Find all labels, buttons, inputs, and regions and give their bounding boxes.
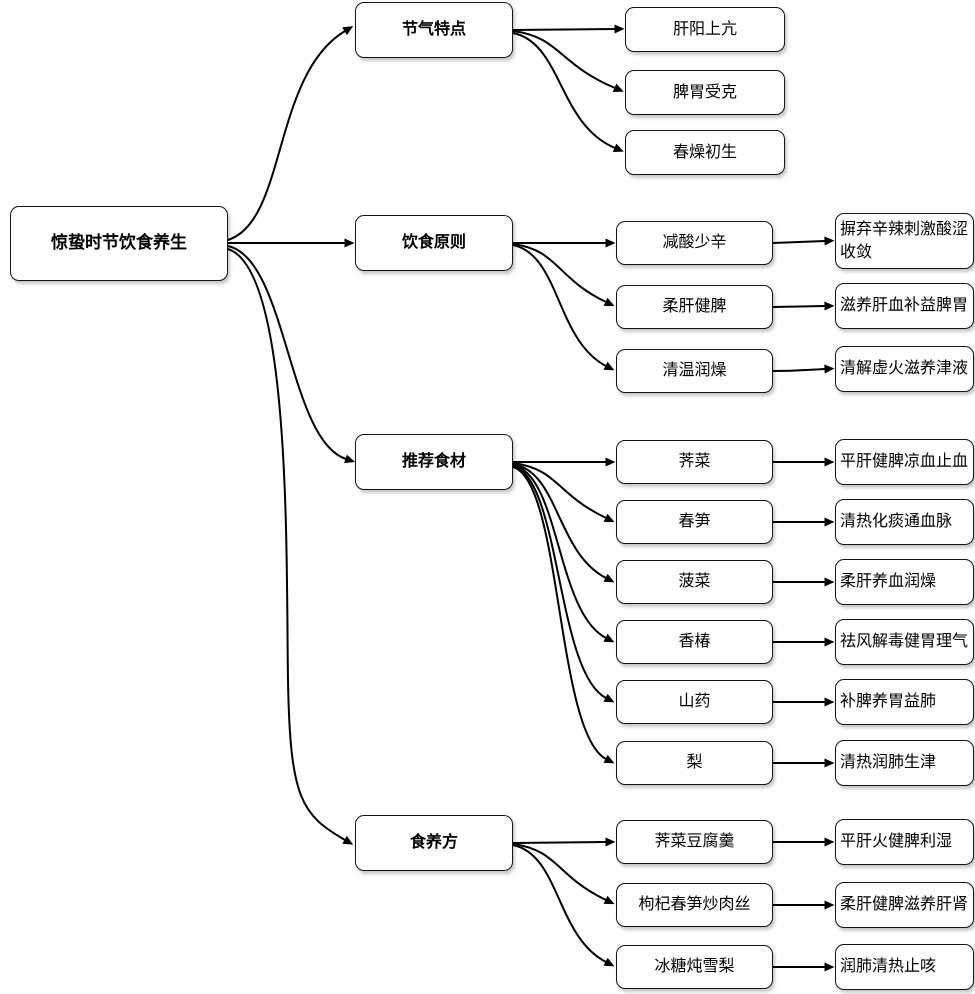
node-soothe-liver-spleen: 柔肝健脾 bbox=[616, 285, 773, 329]
detail-clear-deficient-fire: 清解虚火滋养津液 bbox=[835, 346, 974, 392]
edge-branch2-child5 bbox=[512, 466, 615, 764]
edge-branch2-child1 bbox=[512, 462, 615, 523]
edge-detail-1-0 bbox=[772, 236, 835, 246]
branch-dietary-recipes: 食养方 bbox=[355, 815, 513, 871]
detail-pear-benefit: 清热润肺生津 bbox=[835, 740, 974, 786]
edge-root-to-branch-0 bbox=[227, 26, 354, 241]
edge-root-to-branch-2 bbox=[227, 245, 356, 464]
node-clear-warm-moisten: 清温润燥 bbox=[616, 349, 773, 393]
edge-branch2-child3 bbox=[512, 464, 615, 643]
edge-branch0-child1 bbox=[512, 30, 624, 92]
detail-toona-benefit: 祛风解毒健胃理气 bbox=[835, 619, 974, 665]
root-node-jingzhe-diet: 惊蛰时节饮食养生 bbox=[10, 206, 228, 281]
detail-shepherds-purse-benefit: 平肝健脾凉血止血 bbox=[835, 439, 974, 485]
node-shepherds-purse: 荠菜 bbox=[616, 440, 773, 484]
detail-stewed-pear-benefit: 润肺清热止咳 bbox=[835, 944, 974, 990]
edge-branch1-child2 bbox=[512, 244, 615, 371]
node-goji-bamboo-pork-stirfry: 枸杞春笋炒肉丝 bbox=[616, 883, 773, 927]
edge-branch2-child4 bbox=[512, 465, 615, 703]
node-toona-sinensis: 香椿 bbox=[616, 620, 773, 664]
node-liver-yang-rising: 肝阳上亢 bbox=[625, 7, 785, 52]
edge-branch2-child2 bbox=[512, 463, 615, 583]
detail-spinach-benefit: 柔肝养血润燥 bbox=[835, 559, 974, 605]
node-pear: 梨 bbox=[616, 741, 773, 785]
edge-branch0-child2 bbox=[512, 32, 624, 152]
node-spring-dryness: 春燥初生 bbox=[625, 130, 785, 175]
detail-bamboo-shoot-benefit: 清热化痰通血脉 bbox=[835, 499, 974, 545]
detail-nourish-liver-blood: 滋养肝血补益脾胃 bbox=[835, 283, 974, 329]
detail-tofu-soup-benefit: 平肝火健脾利湿 bbox=[835, 819, 974, 865]
edge-branch0-child0 bbox=[512, 24, 625, 34]
node-spring-bamboo-shoot: 春笋 bbox=[616, 500, 773, 544]
node-less-sour-pungent: 减酸少辛 bbox=[616, 221, 773, 265]
node-spleen-stomach-restrained: 脾胃受克 bbox=[625, 70, 785, 115]
edge-root-to-branch-3 bbox=[227, 248, 354, 845]
detail-avoid-spicy-sour: 摒弃辛辣刺激酸涩收敛 bbox=[835, 213, 974, 269]
node-spinach: 菠菜 bbox=[616, 560, 773, 604]
detail-yam-benefit: 补脾养胃益肺 bbox=[835, 679, 974, 725]
edge-branch3-child2 bbox=[512, 844, 615, 967]
edge-branch3-child1 bbox=[512, 843, 615, 905]
node-shepherds-purse-tofu-soup: 荠菜豆腐羹 bbox=[616, 820, 773, 864]
edge-branch3-child0 bbox=[512, 837, 616, 847]
edge-detail-1-1 bbox=[772, 301, 835, 311]
branch-solar-term-features: 节气特点 bbox=[355, 2, 513, 58]
edge-detail-1-2 bbox=[772, 364, 835, 374]
edge-branch1-child1 bbox=[512, 243, 615, 307]
branch-recommended-foods: 推荐食材 bbox=[355, 434, 513, 490]
node-chinese-yam: 山药 bbox=[616, 680, 773, 724]
node-rock-sugar-stewed-pear: 冰糖炖雪梨 bbox=[616, 945, 773, 989]
detail-stirfry-benefit: 柔肝健脾滋养肝肾 bbox=[835, 882, 974, 928]
branch-diet-principles: 饮食原则 bbox=[355, 215, 513, 271]
